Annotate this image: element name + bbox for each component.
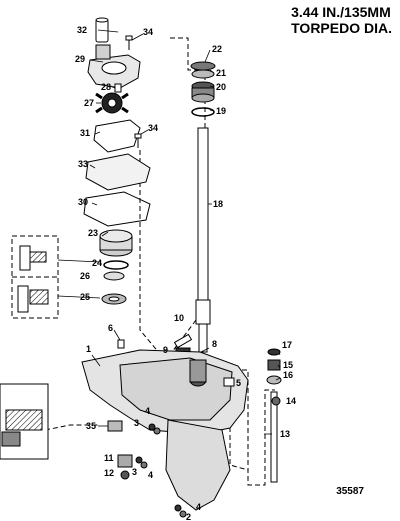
callout-4a: 4 (145, 406, 150, 416)
part-31-gasket (93, 119, 141, 153)
part-32-bushing (95, 17, 109, 43)
callout-30: 30 (78, 197, 88, 207)
part-28-key (114, 83, 122, 93)
part-23-seal-carrier (99, 229, 133, 257)
callout-5: 5 (236, 378, 241, 388)
part-6-plug (117, 339, 125, 349)
part-34-screw-top (125, 35, 133, 50)
callout-29: 29 (75, 54, 85, 64)
part-26-seal (103, 271, 125, 281)
callout-1: 1 (86, 344, 91, 354)
callout-27: 27 (84, 98, 94, 108)
part-34-screw (134, 133, 142, 148)
callout-26: 26 (80, 271, 90, 281)
parts-3-4-fasteners (135, 423, 187, 518)
callout-3b: 3 (132, 467, 137, 477)
callout-4b: 4 (148, 470, 153, 480)
callout-4c: 4 (196, 502, 201, 512)
callout-3a: 3 (134, 418, 139, 428)
part-24-o-ring (103, 260, 129, 270)
callout-2: 2 (186, 512, 191, 521)
callout-23: 23 (88, 228, 98, 238)
part-1-gearcase-housing (81, 349, 249, 511)
title-line-1: 3.44 IN./135MM (291, 4, 391, 20)
callout-34a: 34 (143, 27, 153, 37)
callout-9: 9 (163, 345, 168, 355)
part-30-gasket (83, 191, 151, 227)
part-18-driveshaft (195, 127, 211, 353)
title-line-2: TORPEDO DIA. (291, 20, 392, 36)
callout-17: 17 (282, 340, 292, 350)
callout-19: 19 (216, 106, 226, 116)
callout-10: 10 (174, 313, 184, 323)
callout-14: 14 (286, 396, 296, 406)
callout-labels: 32 34 29 28 27 31 34 33 30 22 21 20 19 1… (75, 25, 296, 521)
seal-detail-bottom (17, 285, 49, 313)
figure-id: 35587 (336, 486, 364, 497)
callout-8: 8 (212, 339, 217, 349)
parts-11-12-trim (117, 454, 133, 480)
callout-35: 35 (86, 421, 96, 431)
callout-11: 11 (104, 453, 114, 463)
part-14-screw (271, 396, 281, 406)
callout-31: 31 (80, 128, 90, 138)
callout-24: 24 (92, 258, 102, 268)
part-13-water-tube (270, 391, 278, 483)
part-25-seal (101, 293, 127, 305)
part-35-plug (107, 420, 123, 432)
water-tube-seals (266, 348, 282, 385)
part-10-pin (173, 333, 193, 349)
callout-20: 20 (216, 82, 226, 92)
part-33-plate (85, 153, 151, 191)
callout-6: 6 (108, 323, 113, 333)
seal-detail-top (19, 245, 47, 271)
leader-lines (57, 29, 281, 435)
bearing-stack (190, 61, 216, 117)
dashed-assembly-lines (11, 37, 275, 505)
callout-25: 25 (80, 292, 90, 302)
callout-32: 32 (77, 25, 87, 35)
callout-21: 21 (216, 68, 226, 78)
callout-16: 16 (283, 370, 293, 380)
callout-33: 33 (78, 159, 88, 169)
callout-13: 13 (280, 429, 290, 439)
callout-22: 22 (212, 44, 222, 54)
part-5-plug (223, 377, 235, 387)
callout-15: 15 (283, 360, 293, 370)
inset-detail-35 (0, 383, 49, 460)
callout-28: 28 (101, 82, 111, 92)
part-29-pump-housing (87, 44, 141, 89)
callout-34b: 34 (148, 123, 158, 133)
callout-18: 18 (213, 199, 223, 209)
diagram-title: 3.44 IN./135MM TORPEDO DIA. (291, 4, 392, 36)
part-27-impeller (95, 92, 129, 114)
callout-12: 12 (104, 468, 114, 478)
